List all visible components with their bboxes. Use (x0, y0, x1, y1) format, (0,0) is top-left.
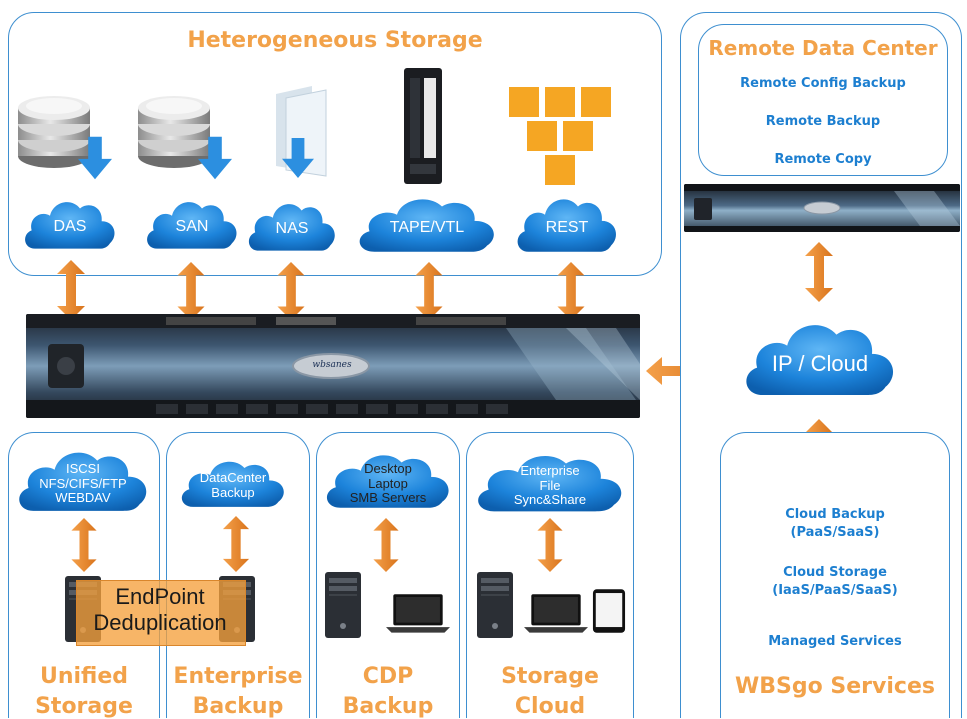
laptop-icon (386, 592, 450, 634)
nas-label: NAS (275, 219, 309, 237)
nas-link-arrow (276, 262, 306, 320)
aws-boxes-icon (504, 80, 614, 190)
unified-storage-title-1: Unified (39, 664, 129, 689)
wbsgo-services-title: WBSgo Services (735, 674, 935, 699)
remote-to-cloud-arrow (804, 240, 834, 304)
cdp-backup-arrow (372, 518, 400, 572)
remote-server-image (684, 184, 960, 232)
laptop-icon (524, 592, 588, 634)
cloud-storage-service: Cloud Storage (IaaS/PaaS/SaaS) (772, 565, 898, 598)
cdp-backup-title-1: CDP (362, 664, 414, 689)
unified-storage-cloud: ISCSI NFS/CIFS/FTP WEBDAV (12, 440, 154, 520)
enterprise-backup-arrow (222, 516, 250, 572)
appliance-brand-label: wbsanes (312, 360, 352, 370)
cdp-backup-cloud: Desktop Laptop SMB Servers (320, 444, 456, 516)
cdp-backup-cloud-text: Desktop Laptop SMB Servers (349, 460, 427, 506)
storage-cloud-arrow (536, 518, 564, 572)
storage-cloud-title-2: Cloud (514, 694, 586, 719)
enterprise-backup-cloud-text: DataCenter Backup (199, 470, 267, 500)
remote-data-center-title: Remote Data Center (708, 36, 938, 60)
unified-storage-arrow (70, 518, 98, 572)
desktop-tower-icon (322, 570, 364, 640)
das-label: DAS (53, 217, 87, 235)
endpoint-line2: Deduplication (93, 610, 227, 635)
storage-cloud-cloud: Enterprise File Sync&Share (470, 444, 630, 520)
rest-cloud: REST (512, 188, 622, 260)
enterprise-backup-cloud: DataCenter Backup (176, 452, 290, 514)
das-link-arrow (56, 260, 86, 320)
heterogeneous-storage-title: Heterogeneous Storage (187, 28, 483, 53)
cloud-backup-service: Cloud Backup (PaaS/SaaS) (785, 507, 885, 540)
tape-library-icon (398, 66, 448, 186)
unified-storage-protocols: ISCSI NFS/CIFS/FTP WEBDAV (39, 460, 127, 506)
storage-cloud-title-1: Storage (501, 664, 599, 689)
san-label: SAN (175, 217, 209, 235)
desktop-tower-icon (474, 570, 516, 640)
ip-cloud-label: IP / Cloud (771, 351, 869, 377)
tape-vtl-label: TAPE/VTL (389, 218, 465, 236)
remote-config-backup: Remote Config Backup (740, 76, 906, 91)
download-arrow-icon (78, 136, 112, 180)
das-cloud: DAS (20, 192, 120, 256)
ip-cloud: IP / Cloud (738, 310, 902, 406)
enterprise-backup-title-1: Enterprise (173, 664, 303, 689)
rest-link-arrow (556, 262, 586, 320)
tape-vtl-cloud: TAPE/VTL (352, 188, 502, 260)
tablet-icon (592, 588, 626, 634)
download-arrow-icon (282, 138, 314, 178)
nas-cloud: NAS (244, 194, 340, 258)
san-cloud: SAN (142, 192, 242, 256)
storage-cloud-cloud-text: Enterprise File Sync&Share (513, 462, 587, 508)
remote-backup: Remote Backup (765, 114, 881, 129)
storage-appliance-image: wbsanes (26, 314, 640, 418)
endpoint-deduplication-box (76, 580, 246, 646)
endpoint-line1: EndPoint (115, 584, 205, 609)
tape-link-arrow (414, 262, 444, 320)
cdp-backup-title-2: Backup (342, 694, 434, 719)
wbsgo-services-panel (720, 432, 950, 718)
unified-storage-title-2: Storage (35, 694, 133, 719)
san-link-arrow (176, 262, 206, 320)
remote-data-center-panel (698, 24, 948, 176)
rest-label: REST (545, 218, 589, 236)
enterprise-backup-title-2: Backup (192, 694, 284, 719)
download-arrow-icon (198, 136, 232, 180)
remote-copy: Remote Copy (774, 152, 872, 167)
managed-services: Managed Services (768, 634, 902, 649)
